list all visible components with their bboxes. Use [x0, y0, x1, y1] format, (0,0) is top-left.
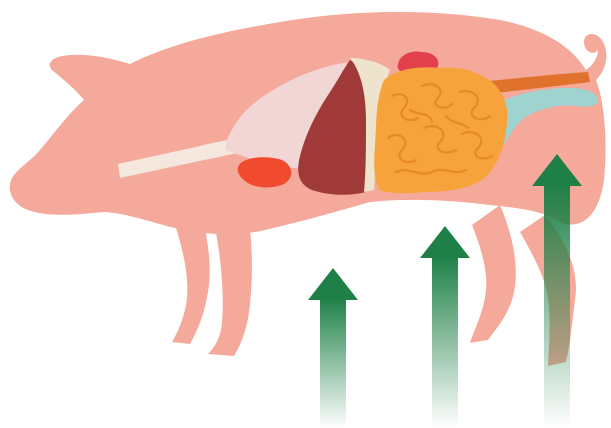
up-arrow-icon: [308, 268, 358, 428]
front-leg-back: [172, 225, 210, 344]
hind-leg-back: [470, 205, 516, 343]
pig-silhouette-icon: [10, 12, 607, 366]
front-leg-front: [208, 228, 252, 356]
up-arrow-icon: [420, 226, 470, 428]
